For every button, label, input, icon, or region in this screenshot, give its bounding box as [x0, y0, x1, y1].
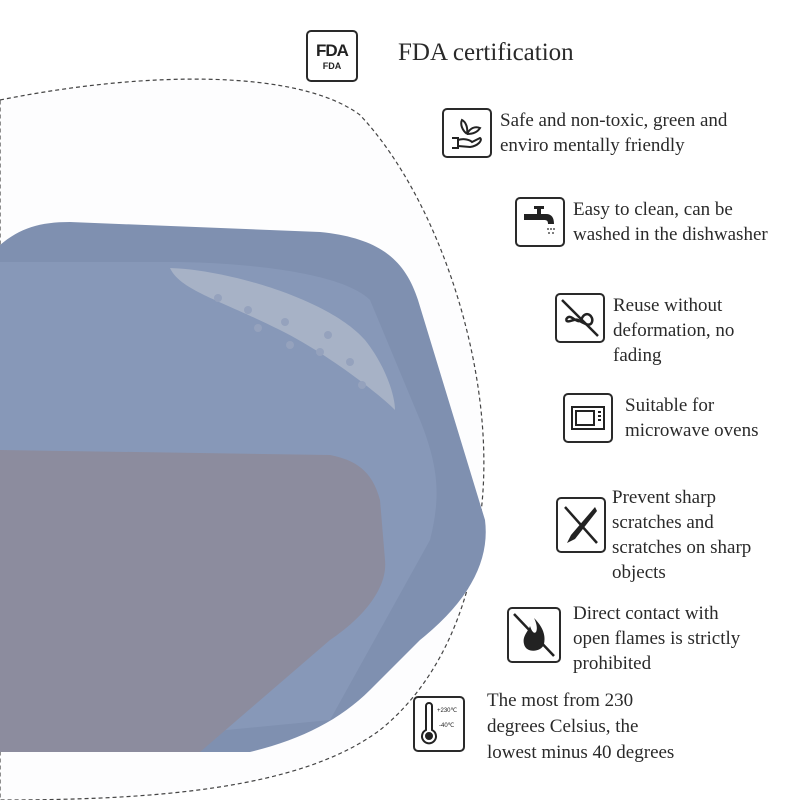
feature-text: Direct contact with open flames is stric…: [573, 603, 741, 674]
feature-text: The most from 230 degrees Celsius, the l…: [487, 690, 675, 763]
feature-no-fire: Direct contact with open flames is stric…: [507, 601, 740, 676]
thermo-low: -40℃: [439, 723, 455, 729]
no-fire-icon: [507, 607, 561, 663]
thermo-high: +230℃: [437, 708, 458, 714]
feature-text: Safe and non-toxic, green and enviro men…: [500, 110, 728, 156]
fda-logo-icon: FDA FDA: [306, 30, 358, 82]
grip-pad: [170, 268, 395, 410]
microwave-icon: [563, 393, 613, 443]
no-deformation-icon: [555, 293, 605, 343]
fda-title: FDA certification: [398, 39, 574, 66]
thermometer-icon: +230℃ -40℃: [413, 696, 465, 752]
feature-safe: Safe and non-toxic, green and enviro men…: [442, 108, 727, 158]
no-knife-icon: [556, 497, 606, 553]
feature-text: Prevent sharp scratches and scratches on…: [612, 487, 752, 583]
feature-easy-clean: Easy to clean, can be washed in the dish…: [515, 197, 768, 247]
container-bottom: [0, 450, 386, 752]
feature-text: Suitable for microwave ovens: [625, 395, 759, 441]
feature-microwave: Suitable for microwave ovens: [563, 393, 758, 443]
feature-text: Reuse without deformation, no fading: [613, 295, 735, 366]
feature-reuse: Reuse without deformation, no fading: [555, 293, 734, 368]
fda-certification: FDA FDA FDA certification: [306, 30, 574, 82]
feature-scratch: Prevent sharp scratches and scratches on…: [556, 485, 751, 585]
plant-hand-icon: [442, 108, 492, 158]
fda-logo-sub: FDA: [322, 61, 342, 71]
fda-logo-text: FDA: [316, 41, 349, 60]
feature-temperature: +230℃ -40℃ The most from 230 degrees Cel…: [413, 688, 674, 766]
faucet-icon: [515, 197, 565, 247]
feature-text: Easy to clean, can be washed in the dish…: [573, 199, 768, 245]
